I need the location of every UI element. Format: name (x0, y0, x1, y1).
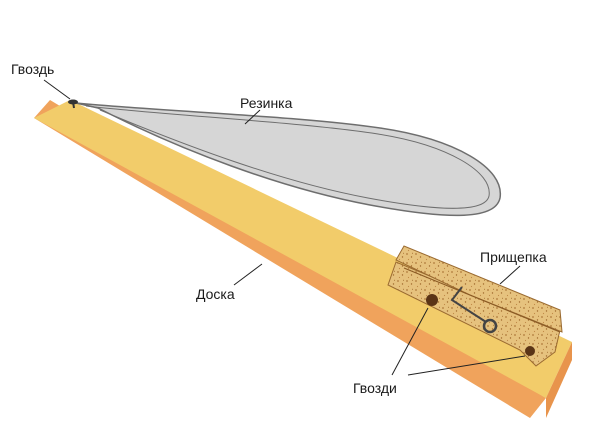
board (34, 100, 572, 418)
spring-icon (450, 286, 498, 334)
rubber-band-inner-edge (85, 105, 490, 209)
label-rubber-band: Резинка (240, 95, 293, 111)
label-board: Доска (196, 286, 235, 302)
nail-head-icon (68, 99, 78, 109)
label-nail: Гвоздь (11, 61, 54, 77)
label-nails: Гвозди (353, 380, 397, 396)
rubber-band (75, 102, 501, 217)
nail-hole-icon (525, 346, 535, 356)
clothespin-top-jaw (395, 245, 563, 333)
clothespin (387, 245, 563, 367)
board-end-face (546, 342, 572, 418)
label-clothespin: Прищепка (480, 249, 547, 265)
leader-lines (43, 79, 526, 376)
board-top-face (34, 100, 572, 398)
nail-hole-icon (426, 294, 438, 306)
